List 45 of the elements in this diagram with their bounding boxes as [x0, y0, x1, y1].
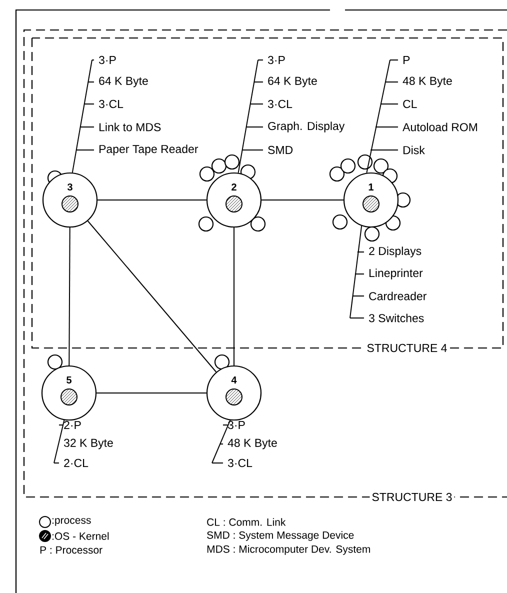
attribute-label: 64 K Byte — [268, 76, 317, 88]
attribute-label: 3·P — [228, 420, 245, 430]
leader-line — [54, 420, 65, 464]
leader-line — [238, 60, 258, 174]
abbreviation-note: SMD : System Message Device — [207, 531, 354, 541]
attribute-label: 3·CL — [99, 100, 124, 108]
station-circle — [42, 170, 98, 228]
attribute-label: 2·P — [64, 420, 81, 430]
attribute-label: 32 K Byte — [64, 438, 113, 450]
attribute-label: Cardreader — [369, 292, 427, 300]
attribute-label: CL — [403, 100, 417, 108]
legend-text: :process — [52, 518, 91, 526]
attribute-label: 3·CL — [268, 100, 292, 108]
attribute-label: Lineprinter — [370, 268, 423, 280]
attribute-label: 2·CL — [64, 458, 88, 468]
attribute-label: SMD — [268, 146, 293, 154]
station-circle — [41, 354, 97, 421]
node-label: STRUCTURE 3 — [372, 492, 452, 502]
abbreviation-note: MDS : Microcomputer Dev. System — [207, 545, 370, 555]
attribute-label: 48 K Byte — [402, 76, 452, 88]
connection-line — [96, 392, 207, 394]
leader-line — [72, 60, 92, 174]
attribute-label: 3·CL — [228, 458, 252, 468]
attribute-label: Graph. Display — [268, 122, 345, 132]
station-circle — [329, 154, 411, 242]
attribute-label: Autoload ROM — [402, 122, 477, 132]
attribute-label: Disk — [404, 146, 425, 154]
connection-line — [68, 227, 70, 366]
attribute-label: 3 Switches — [369, 314, 424, 322]
attribute-label: 64 K Byte — [99, 76, 148, 88]
attribute-label: 3·P — [268, 56, 285, 64]
attribute-label: 3·P — [99, 56, 116, 64]
abbreviation-note: CL : Comm. Link — [207, 518, 286, 526]
connection-line — [87, 220, 217, 372]
station-circle — [198, 154, 266, 232]
abbreviation-note: P : Processor — [40, 546, 102, 554]
attribute-label: 48 K Byte — [228, 438, 277, 450]
leader-line — [212, 420, 231, 464]
attribute-label: P — [404, 56, 410, 64]
attribute-label: 2 Displays — [369, 246, 422, 258]
attribute-label: Link to MDS — [100, 122, 161, 132]
station-circle — [206, 354, 262, 421]
attribute-label: Paper Tape Reader — [100, 144, 198, 156]
leader-line — [350, 225, 362, 318]
legend-text: :OS - Kernel — [52, 532, 109, 540]
